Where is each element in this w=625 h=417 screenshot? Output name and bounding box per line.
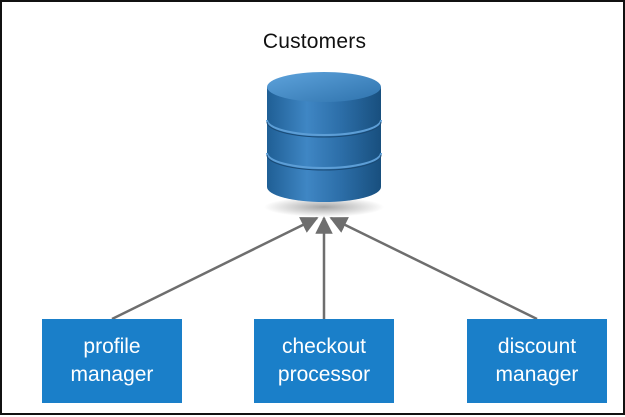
service-label-line1: checkout (281, 335, 367, 358)
service-label-line1: discount (497, 335, 577, 358)
service-label-line2: manager (70, 363, 154, 386)
service-checkout-processor[interactable]: checkout processor (254, 319, 394, 403)
database-icon (264, 72, 384, 217)
service-discount-manager[interactable]: discount manager (467, 319, 607, 403)
arrow-profile-to-customers (111, 216, 319, 321)
database-title: Customers (262, 30, 367, 53)
service-profile-manager[interactable]: profile manager (42, 319, 182, 403)
service-label-line2: manager (495, 363, 579, 386)
service-label-line1: profile (83, 335, 141, 358)
arrow-discount-to-customers (329, 216, 538, 321)
service-label-line2: processor (277, 363, 371, 386)
